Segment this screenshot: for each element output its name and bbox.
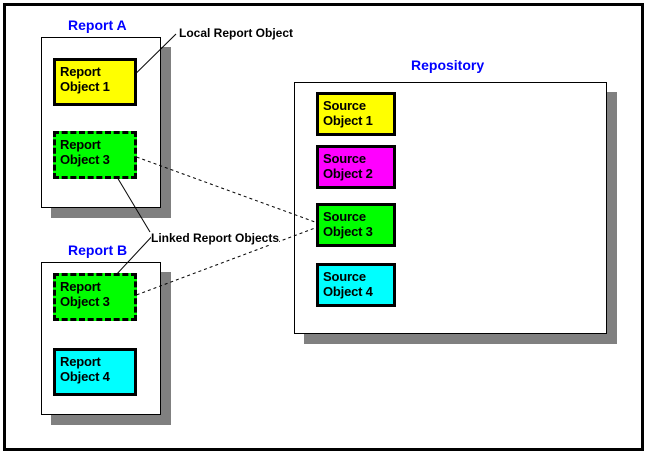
object-label-line2: Object 3 [60, 152, 110, 167]
object-report-a-report-object-1[interactable]: Report Object 1 [53, 58, 137, 106]
object-label-line2: Object 2 [323, 166, 373, 181]
object-label-line2: Object 1 [60, 79, 110, 94]
object-repository-source-object-3[interactable]: Source Object 3 [316, 203, 396, 247]
object-label-line1: Source [323, 269, 366, 284]
annotation-linked-report-objects: Linked Report Objects [151, 231, 280, 245]
object-label-line1: Report [60, 64, 101, 79]
object-label-line1: Report [60, 279, 101, 294]
panel-title-repository: Repository [411, 57, 485, 73]
object-label-line2: Object 1 [323, 113, 373, 128]
object-label-line1: Source [323, 98, 366, 113]
object-label-line1: Source [323, 209, 366, 224]
object-report-b-report-object-4[interactable]: Report Object 4 [53, 348, 137, 396]
annotation-local-report-object: Local Report Object [179, 26, 294, 40]
object-label-line2: Object 4 [323, 284, 373, 299]
object-repository-source-object-4[interactable]: Source Object 4 [316, 263, 396, 307]
object-label-line1: Report [60, 137, 101, 152]
object-label-line1: Report [60, 354, 101, 369]
object-label-line2: Object 3 [60, 294, 110, 309]
object-report-a-report-object-3[interactable]: Report Object 3 [53, 131, 137, 179]
object-report-b-report-object-3[interactable]: Report Object 3 [53, 273, 137, 321]
object-repository-source-object-2[interactable]: Source Object 2 [316, 145, 396, 189]
object-label-line2: Object 4 [60, 369, 110, 384]
object-label-line1: Source [323, 151, 366, 166]
panel-title-report-a: Report A [68, 17, 127, 33]
object-label-line2: Object 3 [323, 224, 373, 239]
panel-title-report-b: Report B [68, 242, 128, 258]
object-repository-source-object-1[interactable]: Source Object 1 [316, 92, 396, 136]
